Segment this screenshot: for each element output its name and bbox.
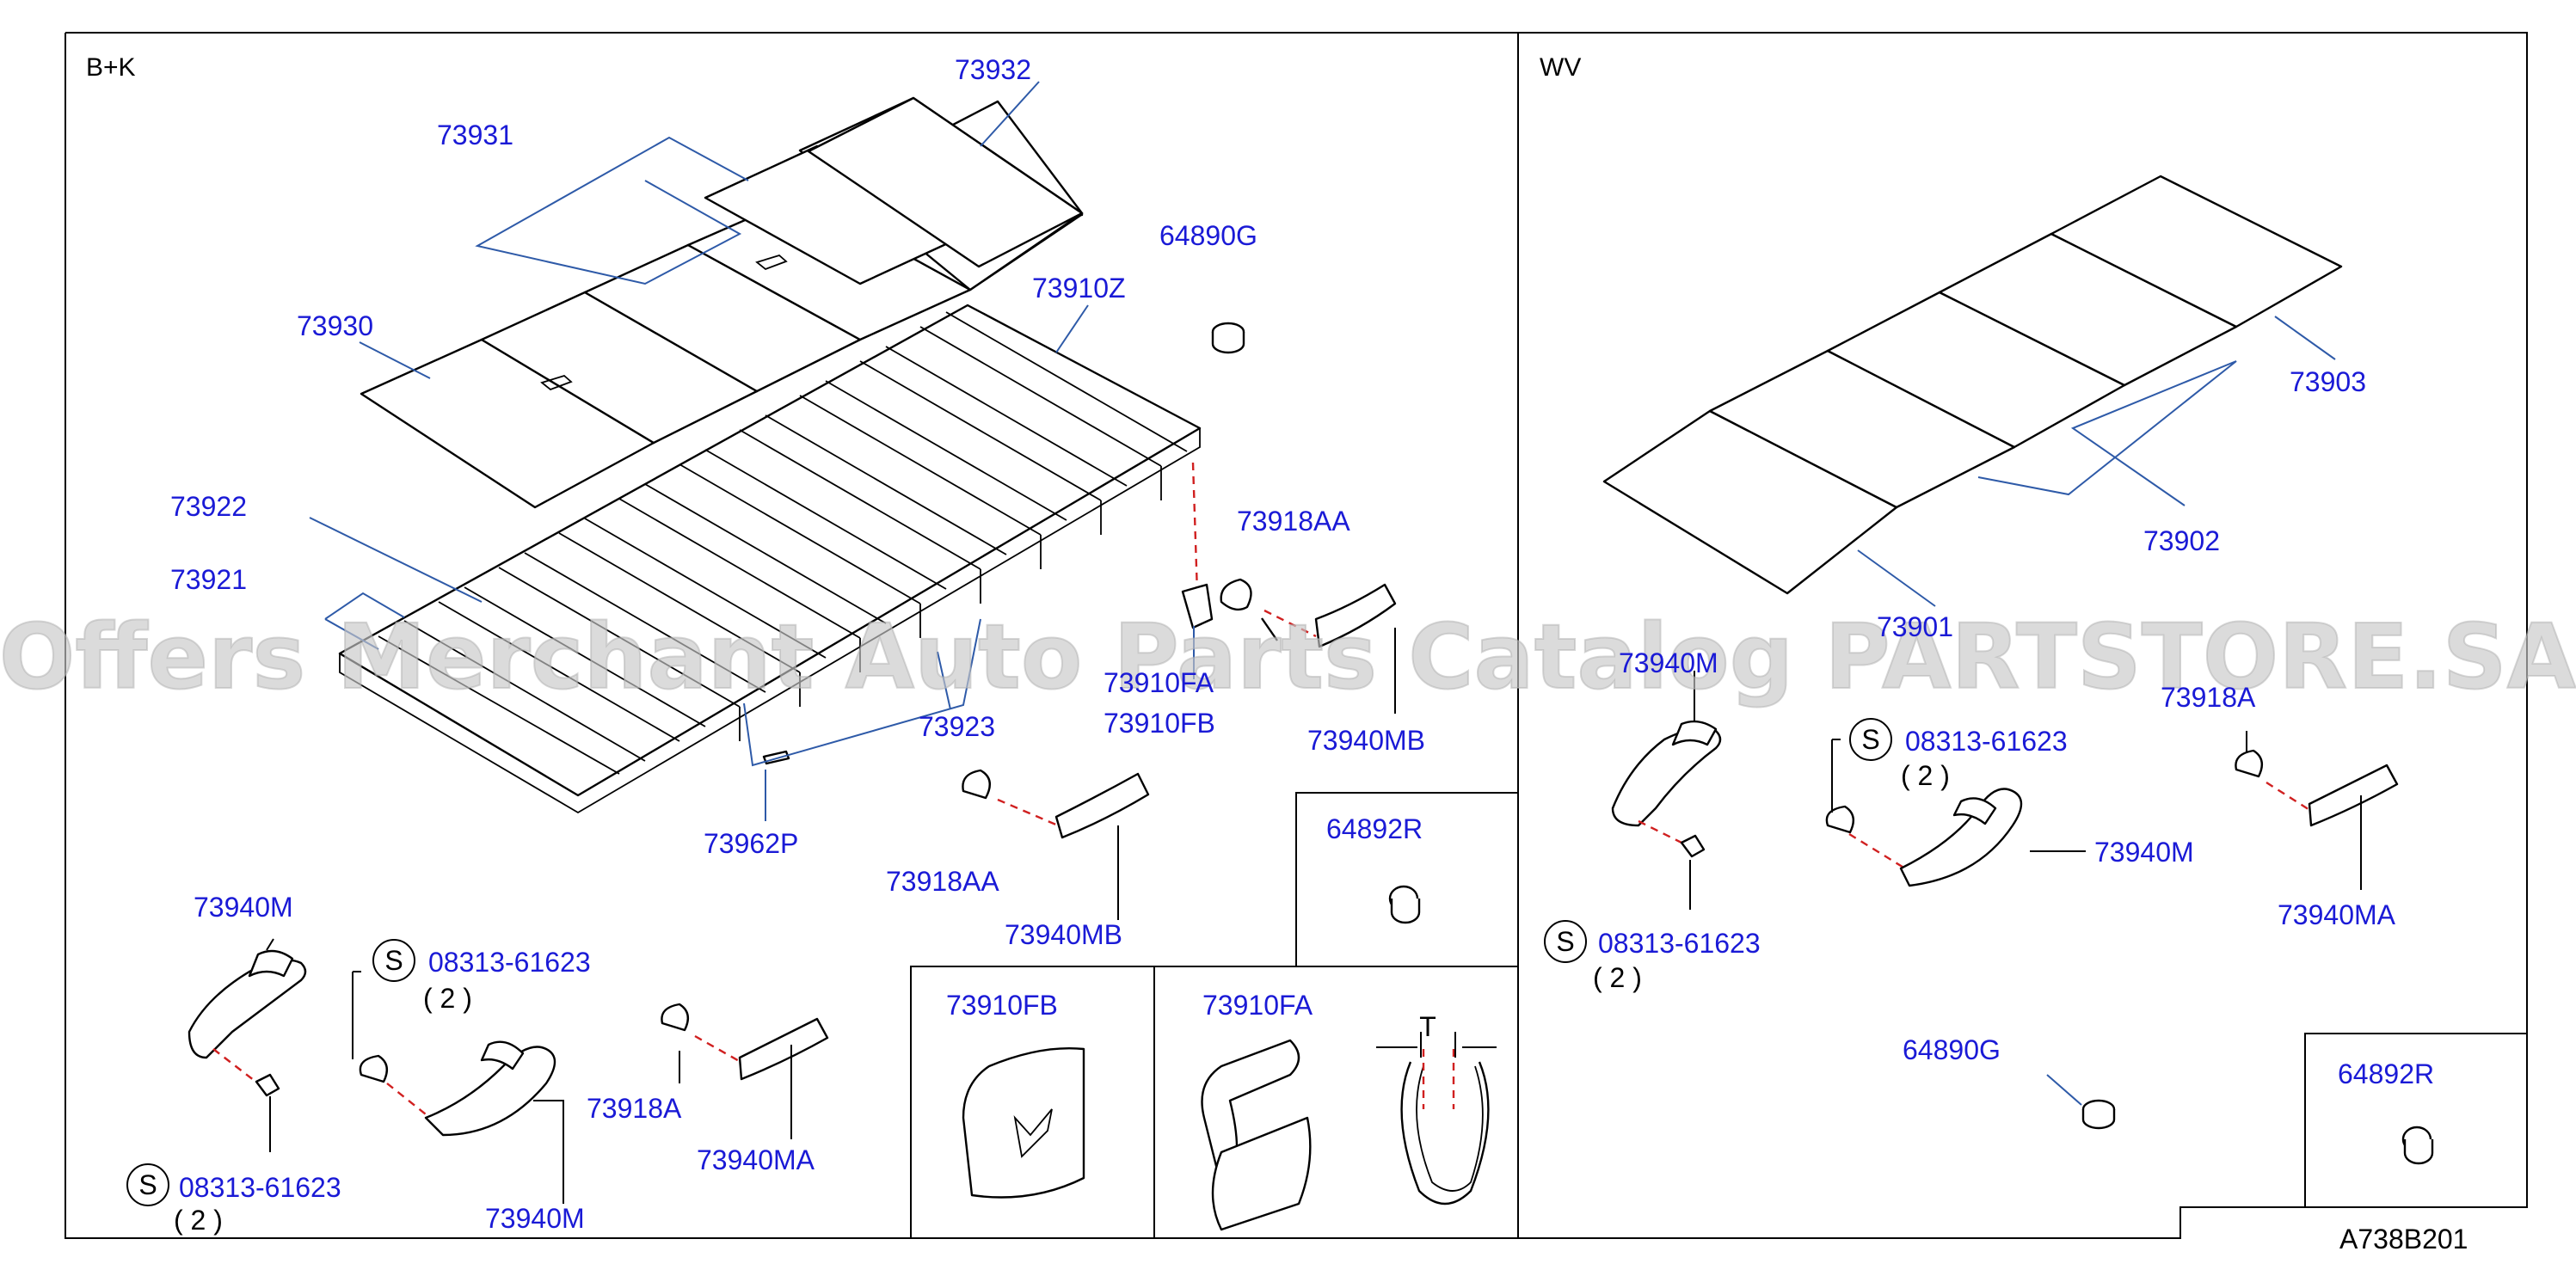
s-circle-3 [1849, 718, 1892, 761]
label-73901[interactable]: 73901 [1877, 611, 1953, 642]
assist-grip-73940M-right-bk [352, 971, 564, 1204]
assist-grip-73940M-wv-right [1825, 739, 2086, 887]
leaders-bk [309, 81, 1396, 821]
label-73932[interactable]: 73932 [955, 54, 1031, 85]
label-64890G-bk[interactable]: 64890G [1159, 220, 1257, 251]
label-64892R-bk[interactable]: 64892R [1326, 813, 1423, 844]
s-symbol-1: S [384, 945, 403, 976]
s-circle-1 [372, 939, 415, 982]
s-symbol-4: S [1556, 926, 1574, 957]
section-label-wv: WV [1540, 53, 1581, 82]
label-73940MB-a[interactable]: 73940MB [1307, 725, 1425, 756]
handle-73940MA-wv [2235, 731, 2399, 890]
s-symbols: S S S S [126, 718, 1892, 1206]
s-symbol-3: S [1861, 724, 1879, 755]
qty-d: ( 2 ) [1593, 962, 1642, 993]
qty-c: ( 2 ) [1901, 760, 1950, 791]
label-73910FB-a[interactable]: 73910FB [1104, 708, 1215, 739]
label-73903[interactable]: 73903 [2290, 366, 2366, 397]
clip-73910FA-detail [1201, 1032, 1497, 1231]
label-73940M-d[interactable]: 73940M [2094, 837, 2194, 868]
label-73918A-a[interactable]: 73918A [587, 1093, 682, 1124]
dim-mark-t: T [1419, 1011, 1436, 1042]
headliner-panels-bk [360, 96, 1084, 509]
plug-64892R-bk [1388, 885, 1421, 924]
label-73931[interactable]: 73931 [437, 120, 513, 150]
roof-bow-assembly [338, 304, 1214, 814]
label-64892R-wv[interactable]: 64892R [2338, 1058, 2434, 1089]
s-circle-2 [126, 1163, 169, 1206]
label-73923[interactable]: 73923 [919, 711, 995, 742]
plug-64892R-wv [2401, 1126, 2434, 1165]
label-73962P[interactable]: 73962P [704, 828, 798, 859]
label-08313-b[interactable]: 08313-61623 [179, 1172, 341, 1203]
watermark: Offers Merchant Auto Parts Catalog PARTS… [0, 604, 2576, 709]
label-73940MA-b[interactable]: 73940MA [2278, 899, 2396, 930]
label-08313-d[interactable]: 08313-61623 [1598, 928, 1761, 959]
label-73940M-c[interactable]: 73940M [1619, 647, 1718, 678]
headliner-panels-wv [1602, 175, 2343, 595]
label-73918A-b[interactable]: 73918A [2161, 682, 2256, 713]
label-73940MB-b[interactable]: 73940MB [1005, 919, 1122, 950]
qty-b: ( 2 ) [174, 1205, 223, 1236]
label-64890G-wv[interactable]: 64890G [1903, 1034, 2001, 1065]
label-73940MA-a[interactable]: 73940MA [697, 1144, 815, 1175]
section-label-bk: B+K [86, 53, 136, 82]
label-73940M-a[interactable]: 73940M [194, 892, 293, 923]
label-73922[interactable]: 73922 [170, 491, 247, 522]
clip-73910FB-detail [962, 1046, 1085, 1199]
leaders-wv [1857, 316, 2336, 1106]
label-73910FB-b[interactable]: 73910FB [946, 990, 1058, 1021]
label-73921[interactable]: 73921 [170, 564, 247, 595]
assist-grip-73940M-left [188, 938, 307, 1152]
assist-grip-73940M-wv-left [1611, 671, 1722, 910]
part-labels: 73932 73931 73930 64890G 73910Z 73922 73… [170, 54, 2434, 1236]
label-73918AA-a[interactable]: 73918AA [1237, 506, 1350, 537]
s-symbol-2: S [138, 1169, 157, 1200]
qty-a: ( 2 ) [423, 983, 472, 1014]
label-73910Z[interactable]: 73910Z [1032, 273, 1126, 304]
handle-assembly-bk-mid [962, 769, 1150, 920]
diagram-code: A738B201 [2339, 1224, 2468, 1255]
label-73910FA-b[interactable]: 73910FA [1202, 990, 1313, 1021]
clips-bk [1211, 322, 1397, 648]
label-08313-a[interactable]: 08313-61623 [428, 947, 591, 978]
label-73930[interactable]: 73930 [297, 310, 373, 341]
label-73918AA-b[interactable]: 73918AA [886, 866, 999, 897]
label-73910FA-a[interactable]: 73910FA [1104, 667, 1214, 698]
s-circle-4 [1544, 920, 1587, 963]
diagram-frame [65, 32, 2528, 1239]
label-73940M-b[interactable]: 73940M [485, 1203, 585, 1234]
plug-64890G-wv [2081, 1099, 2116, 1130]
label-73902[interactable]: 73902 [2143, 525, 2220, 556]
label-08313-c[interactable]: 08313-61623 [1905, 726, 2068, 757]
handle-73940MA-bk [661, 1003, 829, 1139]
